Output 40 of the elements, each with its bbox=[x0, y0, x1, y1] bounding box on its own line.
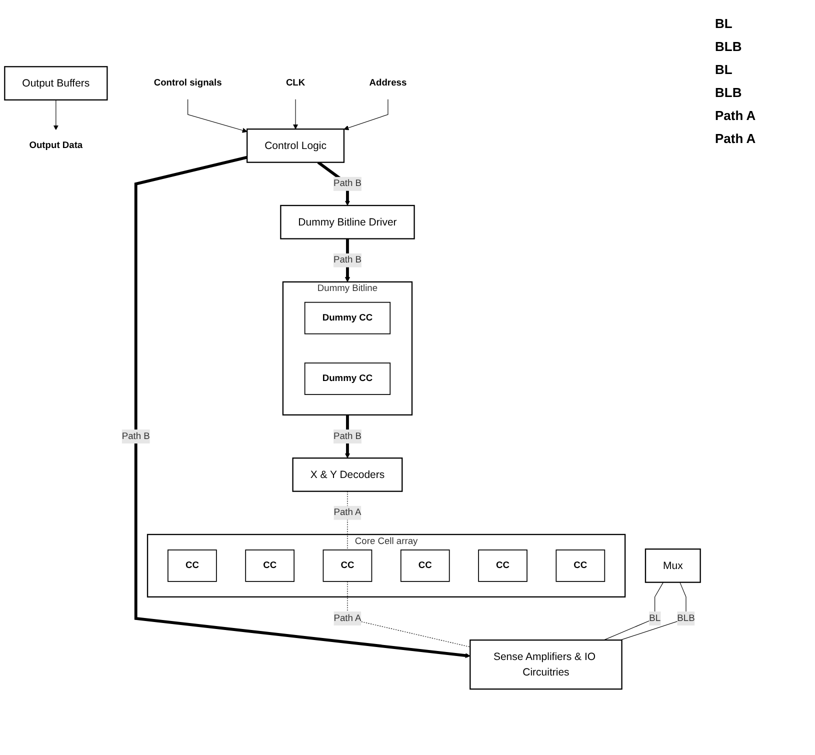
edge-label: Path B bbox=[122, 430, 150, 441]
connector bbox=[620, 582, 686, 640]
signal-label: Path A bbox=[714, 130, 757, 148]
node-text: Address bbox=[369, 78, 407, 88]
signal-label: BL bbox=[714, 61, 734, 79]
edge-label: Path B bbox=[333, 178, 362, 188]
signal-label: BL bbox=[714, 15, 734, 33]
edge-label: Path B bbox=[333, 254, 362, 265]
connector bbox=[604, 582, 664, 640]
edge-label: BLB bbox=[677, 612, 695, 623]
node-box: CC bbox=[400, 549, 450, 582]
node-box: CC bbox=[168, 549, 217, 582]
arrow bbox=[188, 98, 248, 132]
edge-label: Path A bbox=[334, 507, 362, 518]
signal-label: Path A bbox=[714, 107, 757, 125]
node-box: CC bbox=[245, 549, 295, 582]
node-box: X & Y Decoders bbox=[292, 457, 403, 492]
edge-label: Path A bbox=[334, 612, 362, 623]
node-box: Sense Amplifiers & IO Circuitries bbox=[470, 639, 622, 690]
node-box: Dummy CC bbox=[304, 302, 391, 334]
signal-label: BLB bbox=[714, 84, 743, 102]
arrow bbox=[134, 156, 470, 658]
arrow bbox=[292, 98, 298, 129]
node-text: CLK bbox=[286, 78, 306, 88]
edge-label: BL bbox=[649, 612, 661, 623]
node-box: CC bbox=[556, 549, 606, 582]
node-box: Control Logic bbox=[246, 128, 345, 163]
node-text: Output Data bbox=[29, 140, 83, 150]
signal-label: BLB bbox=[714, 38, 743, 56]
node-box: Mux bbox=[644, 548, 701, 583]
edge-label: Path B bbox=[333, 430, 362, 441]
node-box: Output Buffers bbox=[4, 66, 108, 100]
arrow bbox=[53, 99, 58, 130]
node-box: Dummy Bitline Driver bbox=[280, 204, 415, 239]
arrow bbox=[344, 98, 388, 130]
node-box: CC bbox=[478, 549, 528, 582]
node-box: Dummy CC bbox=[304, 362, 391, 395]
node-text: Control signals bbox=[154, 78, 222, 88]
node-box: CC bbox=[322, 549, 372, 582]
connector bbox=[347, 580, 470, 647]
